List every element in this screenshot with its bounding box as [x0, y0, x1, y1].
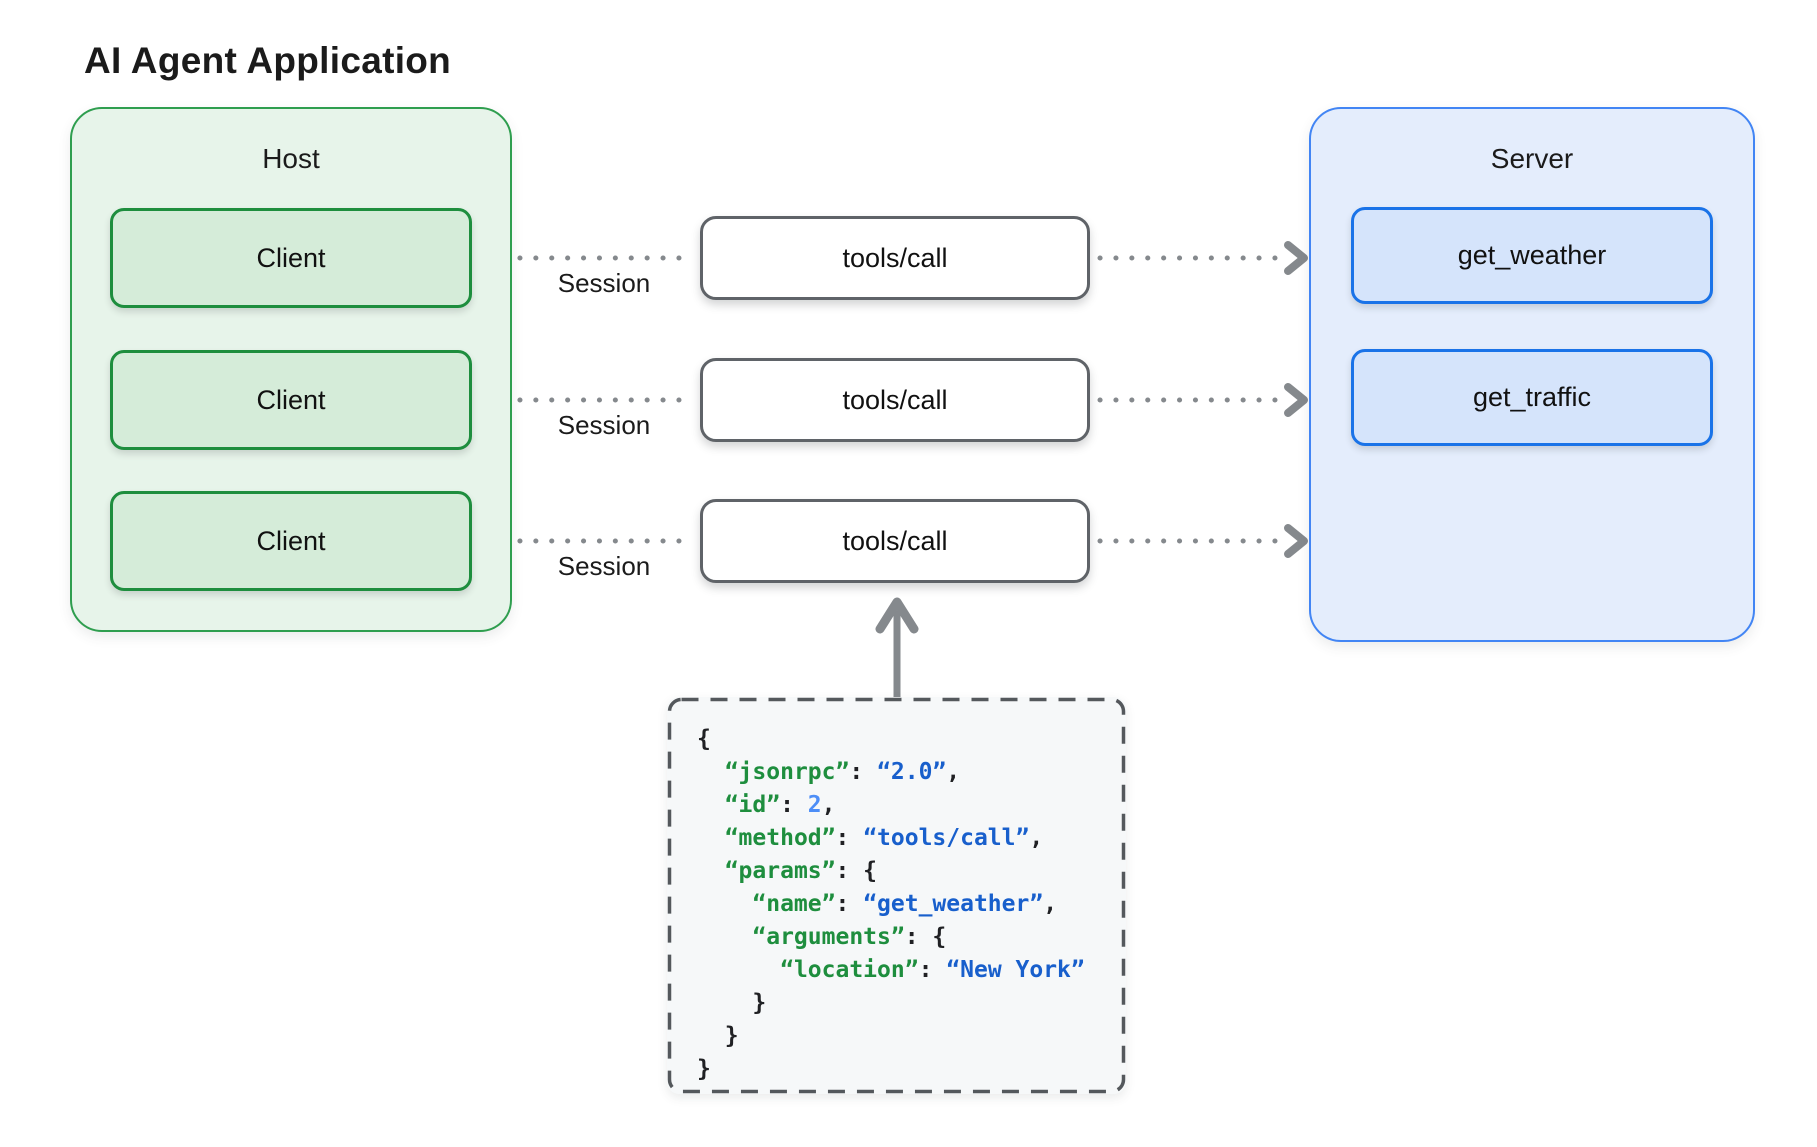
chevron-right-icon [1284, 383, 1308, 417]
chevron-right-icon [1284, 241, 1308, 275]
client-node-1: Client [110, 208, 472, 308]
tools-call-node-3: tools/call [700, 499, 1090, 583]
tools-call-node-2: tools/call [700, 358, 1090, 442]
session-label-1: Session [557, 268, 651, 298]
arrow-up-icon [875, 597, 919, 701]
session-label-2: Session [557, 410, 651, 440]
chevron-right-icon [1284, 524, 1308, 558]
tool-node-get-traffic: get_traffic [1351, 349, 1713, 446]
tools-call-node-1: tools/call [700, 216, 1090, 300]
dashed-border [667, 697, 1126, 1094]
tool-node-get-weather: get_weather [1351, 207, 1713, 304]
server-container: Server get_weather get_traffic [1309, 107, 1755, 642]
client-node-3: Client [110, 491, 472, 591]
client-node-2: Client [110, 350, 472, 450]
json-request-box: { “jsonrpc”: “2.0”, “id”: 2, “method”: “… [667, 697, 1126, 1094]
host-container: Host Client Client Client [70, 107, 512, 632]
json-code: { “jsonrpc”: “2.0”, “id”: 2, “method”: “… [697, 726, 1085, 1082]
diagram-title: AI Agent Application [84, 40, 452, 81]
host-label: Host [262, 143, 320, 174]
server-label: Server [1490, 143, 1574, 174]
session-label-3: Session [557, 551, 651, 581]
